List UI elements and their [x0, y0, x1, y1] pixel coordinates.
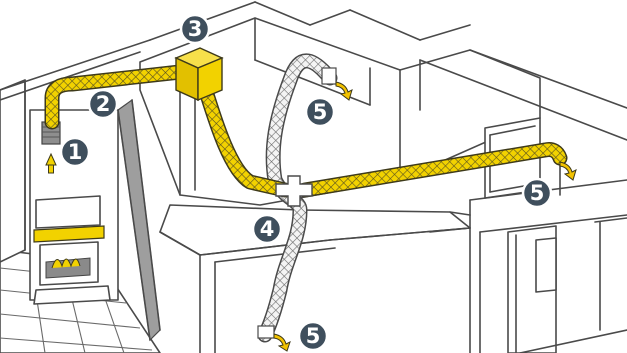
- marker-5-right: 5: [523, 179, 551, 207]
- svg-text:4: 4: [260, 217, 275, 241]
- marker-3: 3: [181, 15, 209, 43]
- marker-5-lower: 5: [299, 322, 327, 350]
- outlet-right-room: [560, 162, 576, 180]
- door: [508, 226, 556, 353]
- svg-text:3: 3: [188, 17, 203, 41]
- marker-4: 4: [253, 215, 281, 243]
- svg-text:5: 5: [306, 324, 321, 348]
- fan-box: [176, 48, 222, 100]
- marker-5-upper: 5: [306, 98, 334, 126]
- svg-text:1: 1: [68, 140, 83, 164]
- svg-text:2: 2: [96, 92, 111, 116]
- marker-2: 2: [89, 90, 117, 118]
- marker-1: 1: [61, 138, 89, 166]
- outlet-lower-room: [258, 326, 290, 351]
- svg-text:5: 5: [530, 181, 545, 205]
- svg-text:5: 5: [313, 100, 328, 124]
